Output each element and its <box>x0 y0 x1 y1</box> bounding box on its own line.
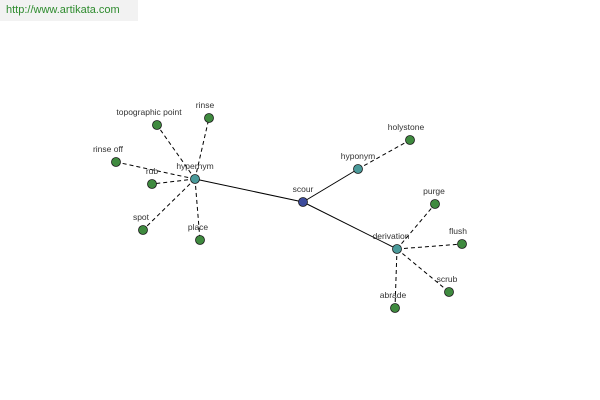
credit-link[interactable]: http://www.artikata.com <box>0 0 138 21</box>
edge-hyponym-holystone <box>357 139 411 170</box>
node-rinse-off[interactable] <box>111 157 121 167</box>
label-holystone: holystone <box>388 122 425 132</box>
label-hypernym: hypernym <box>176 161 213 171</box>
edge-derivation-abrade <box>394 248 398 309</box>
label-rinse: rinse <box>196 100 215 110</box>
graph-edges <box>115 117 463 309</box>
graph-labels: scour hypernym topographic point rinse rinse… <box>93 100 467 300</box>
edge-scour-hypernym <box>194 178 304 203</box>
edge-derivation-scrub <box>396 248 450 293</box>
label-scrub: scrub <box>437 274 458 284</box>
node-spot[interactable] <box>138 225 148 235</box>
node-rub[interactable] <box>147 179 157 189</box>
label-flush: flush <box>449 226 467 236</box>
edge-scour-derivation <box>302 201 398 250</box>
label-spot: spot <box>133 212 150 222</box>
edge-derivation-purge <box>396 203 436 250</box>
edge-hypernym-rinse <box>194 117 210 180</box>
node-rinse[interactable] <box>204 113 214 123</box>
label-hyponym: hyponym <box>341 151 376 161</box>
edge-hypernym-rub <box>151 178 196 185</box>
label-abrade: abrade <box>380 290 407 300</box>
node-derivation[interactable] <box>392 244 402 254</box>
label-purge: purge <box>423 186 445 196</box>
edge-hypernym-spot <box>142 178 196 231</box>
label-rub: rub <box>146 166 159 176</box>
label-scour: scour <box>293 184 314 194</box>
node-scour[interactable] <box>298 197 308 207</box>
node-place[interactable] <box>195 235 205 245</box>
edge-scour-hyponym <box>302 168 359 203</box>
node-purge[interactable] <box>430 199 440 209</box>
node-hypernym[interactable] <box>190 174 200 184</box>
label-topographic-point: topographic point <box>116 107 182 117</box>
node-holystone[interactable] <box>405 135 415 145</box>
node-abrade[interactable] <box>390 303 400 313</box>
graph-nodes <box>111 113 467 313</box>
label-derivation: derivation <box>373 231 410 241</box>
node-scrub[interactable] <box>444 287 454 297</box>
label-rinse-off: rinse off <box>93 144 124 154</box>
node-topographic-point[interactable] <box>152 120 162 130</box>
edge-derivation-flush <box>396 243 463 250</box>
node-hyponym[interactable] <box>353 164 363 174</box>
edge-hypernym-place <box>194 178 201 241</box>
node-flush[interactable] <box>457 239 467 249</box>
label-place: place <box>188 222 209 232</box>
